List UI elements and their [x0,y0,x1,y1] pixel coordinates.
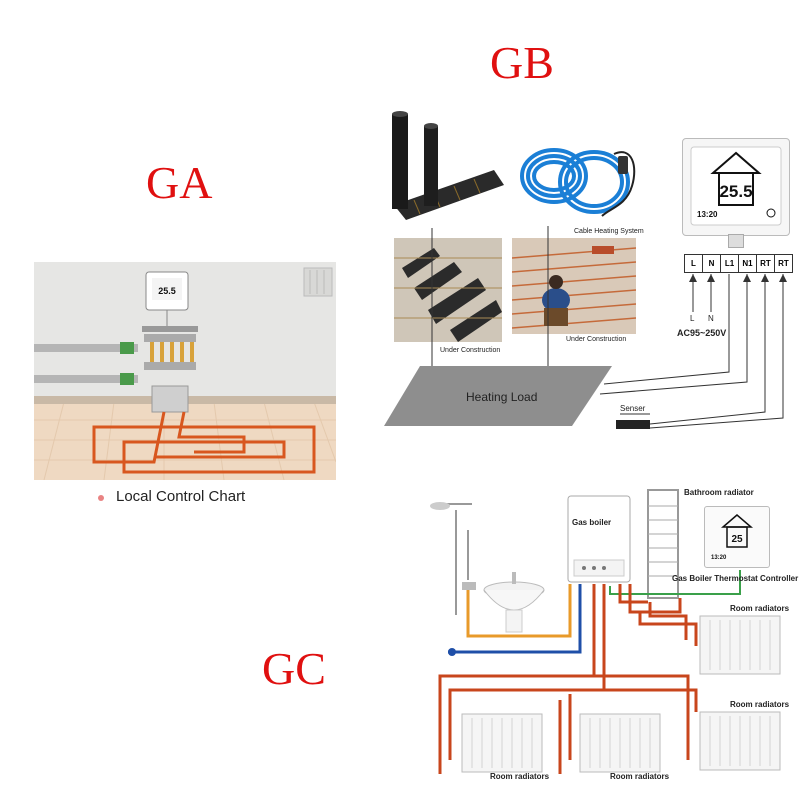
terminal-rt-1: RT [756,254,775,273]
gb-voltage-label: AC95~250V [677,328,727,338]
gc-room-radiators-label-4: Room radiators [610,772,670,781]
ga-caption: Local Control Chart [116,488,246,505]
gc-room-radiators-label-1: Room radiators [730,604,790,613]
gc-thermostat-temp: 25 [731,534,743,545]
gb-sensor-label: Senser [620,404,646,413]
ga-thermostat-temp: 25.5 [158,286,176,296]
gb-thermostat-temp: 25.5 [719,182,752,201]
gb-terminal-block: L N L1 N1 RT RT [684,254,793,273]
terminal-n: N [702,254,721,273]
gc-gas-boiler-label: Gas boiler [572,518,612,527]
gb-film-construction-image [394,238,502,342]
gc-thermostat-controller-label: Gas Boiler Thermostat Controller [672,574,799,583]
gb-film-caption: Under Construction [440,347,501,354]
gb-lead-l: L [690,314,695,323]
gb-thermostat-time: 13:20 [697,210,718,219]
ga-floor-heating-illustration: 25.5 [34,262,337,481]
gb-heating-load-label: Heating Load [466,390,538,404]
label-gc: GC [262,643,326,694]
ga-panel: 25.5 [34,262,337,481]
terminal-rt-2: RT [774,254,793,273]
gb-thermostat: 25.5 13:20 [682,138,790,236]
gc-room-radiators-label-3: Room radiators [490,772,550,781]
gb-heating-film-image [384,110,504,228]
gb-cable-coil-image [514,136,644,232]
gb-cable-title: Cable Heating System [574,228,644,235]
ga-caption-dot [98,495,104,501]
gb-lead-n: N [708,314,714,323]
gc-room-radiators-label-2: Room radiators [730,700,790,709]
label-ga: GA [146,157,213,208]
gc-thermostat: 25 13:20 [704,506,770,568]
gb-cable-caption: Under Construction [566,336,627,343]
gc-bathroom-radiator-label: Bathroom radiator [684,488,754,497]
gb-cable-construction-image [511,238,637,334]
gc-thermostat-time: 13:20 [711,555,727,561]
gb-thermostat-connector [728,234,744,248]
label-gb: GB [490,37,554,88]
terminal-n1: N1 [738,254,757,273]
